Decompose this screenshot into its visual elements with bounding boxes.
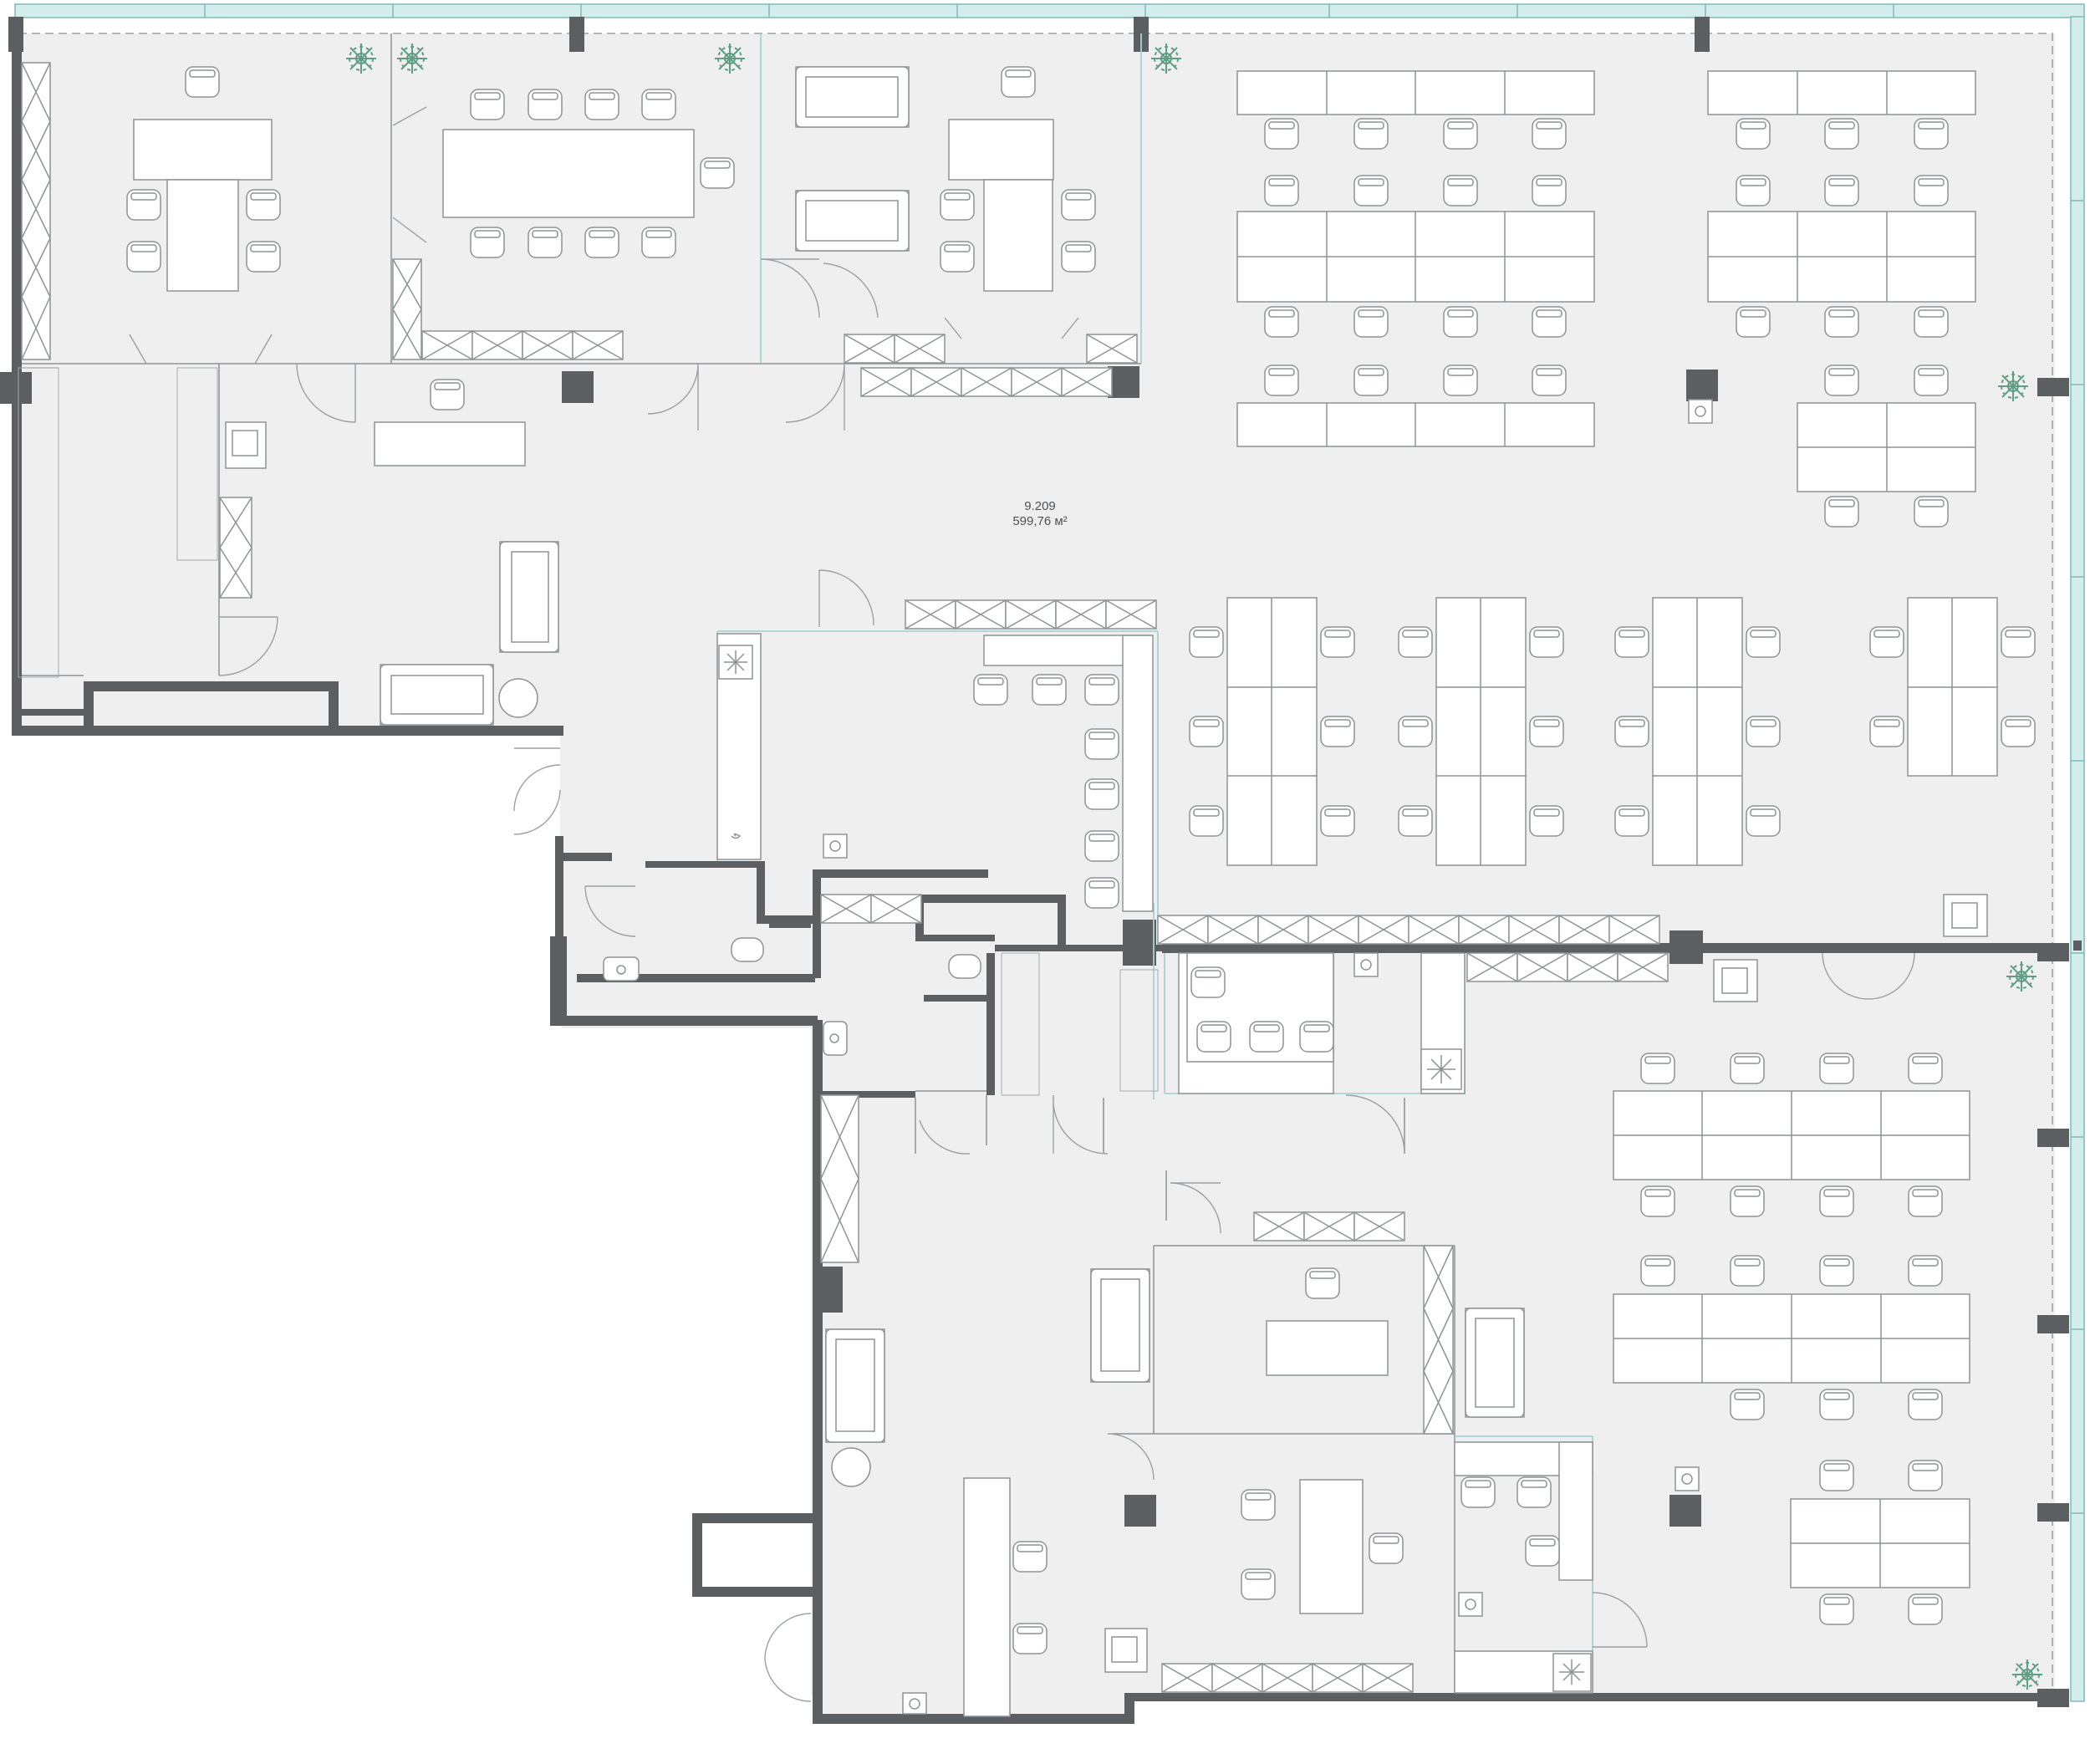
air-vent-icon <box>718 645 1592 1692</box>
partitions <box>22 33 1593 1693</box>
sink-icon <box>603 956 848 1056</box>
stairs <box>18 367 1159 1096</box>
storage-cabinets <box>21 62 1669 1693</box>
exterior-glazing <box>14 3 2085 1702</box>
printer-icon <box>225 421 1988 1673</box>
walls <box>12 17 2082 1724</box>
water-cooler-icon <box>823 399 1713 1715</box>
columns <box>0 17 2069 1707</box>
sofas <box>380 66 1525 1487</box>
room-number: 9.209 <box>1024 499 1056 513</box>
toilet-icon <box>731 937 981 979</box>
fixtures <box>225 43 2043 1715</box>
room-area: 599,76 м² <box>1012 514 1067 528</box>
room-label: 9.209 599,76 м² <box>1012 499 1067 528</box>
doors <box>129 106 1915 1702</box>
